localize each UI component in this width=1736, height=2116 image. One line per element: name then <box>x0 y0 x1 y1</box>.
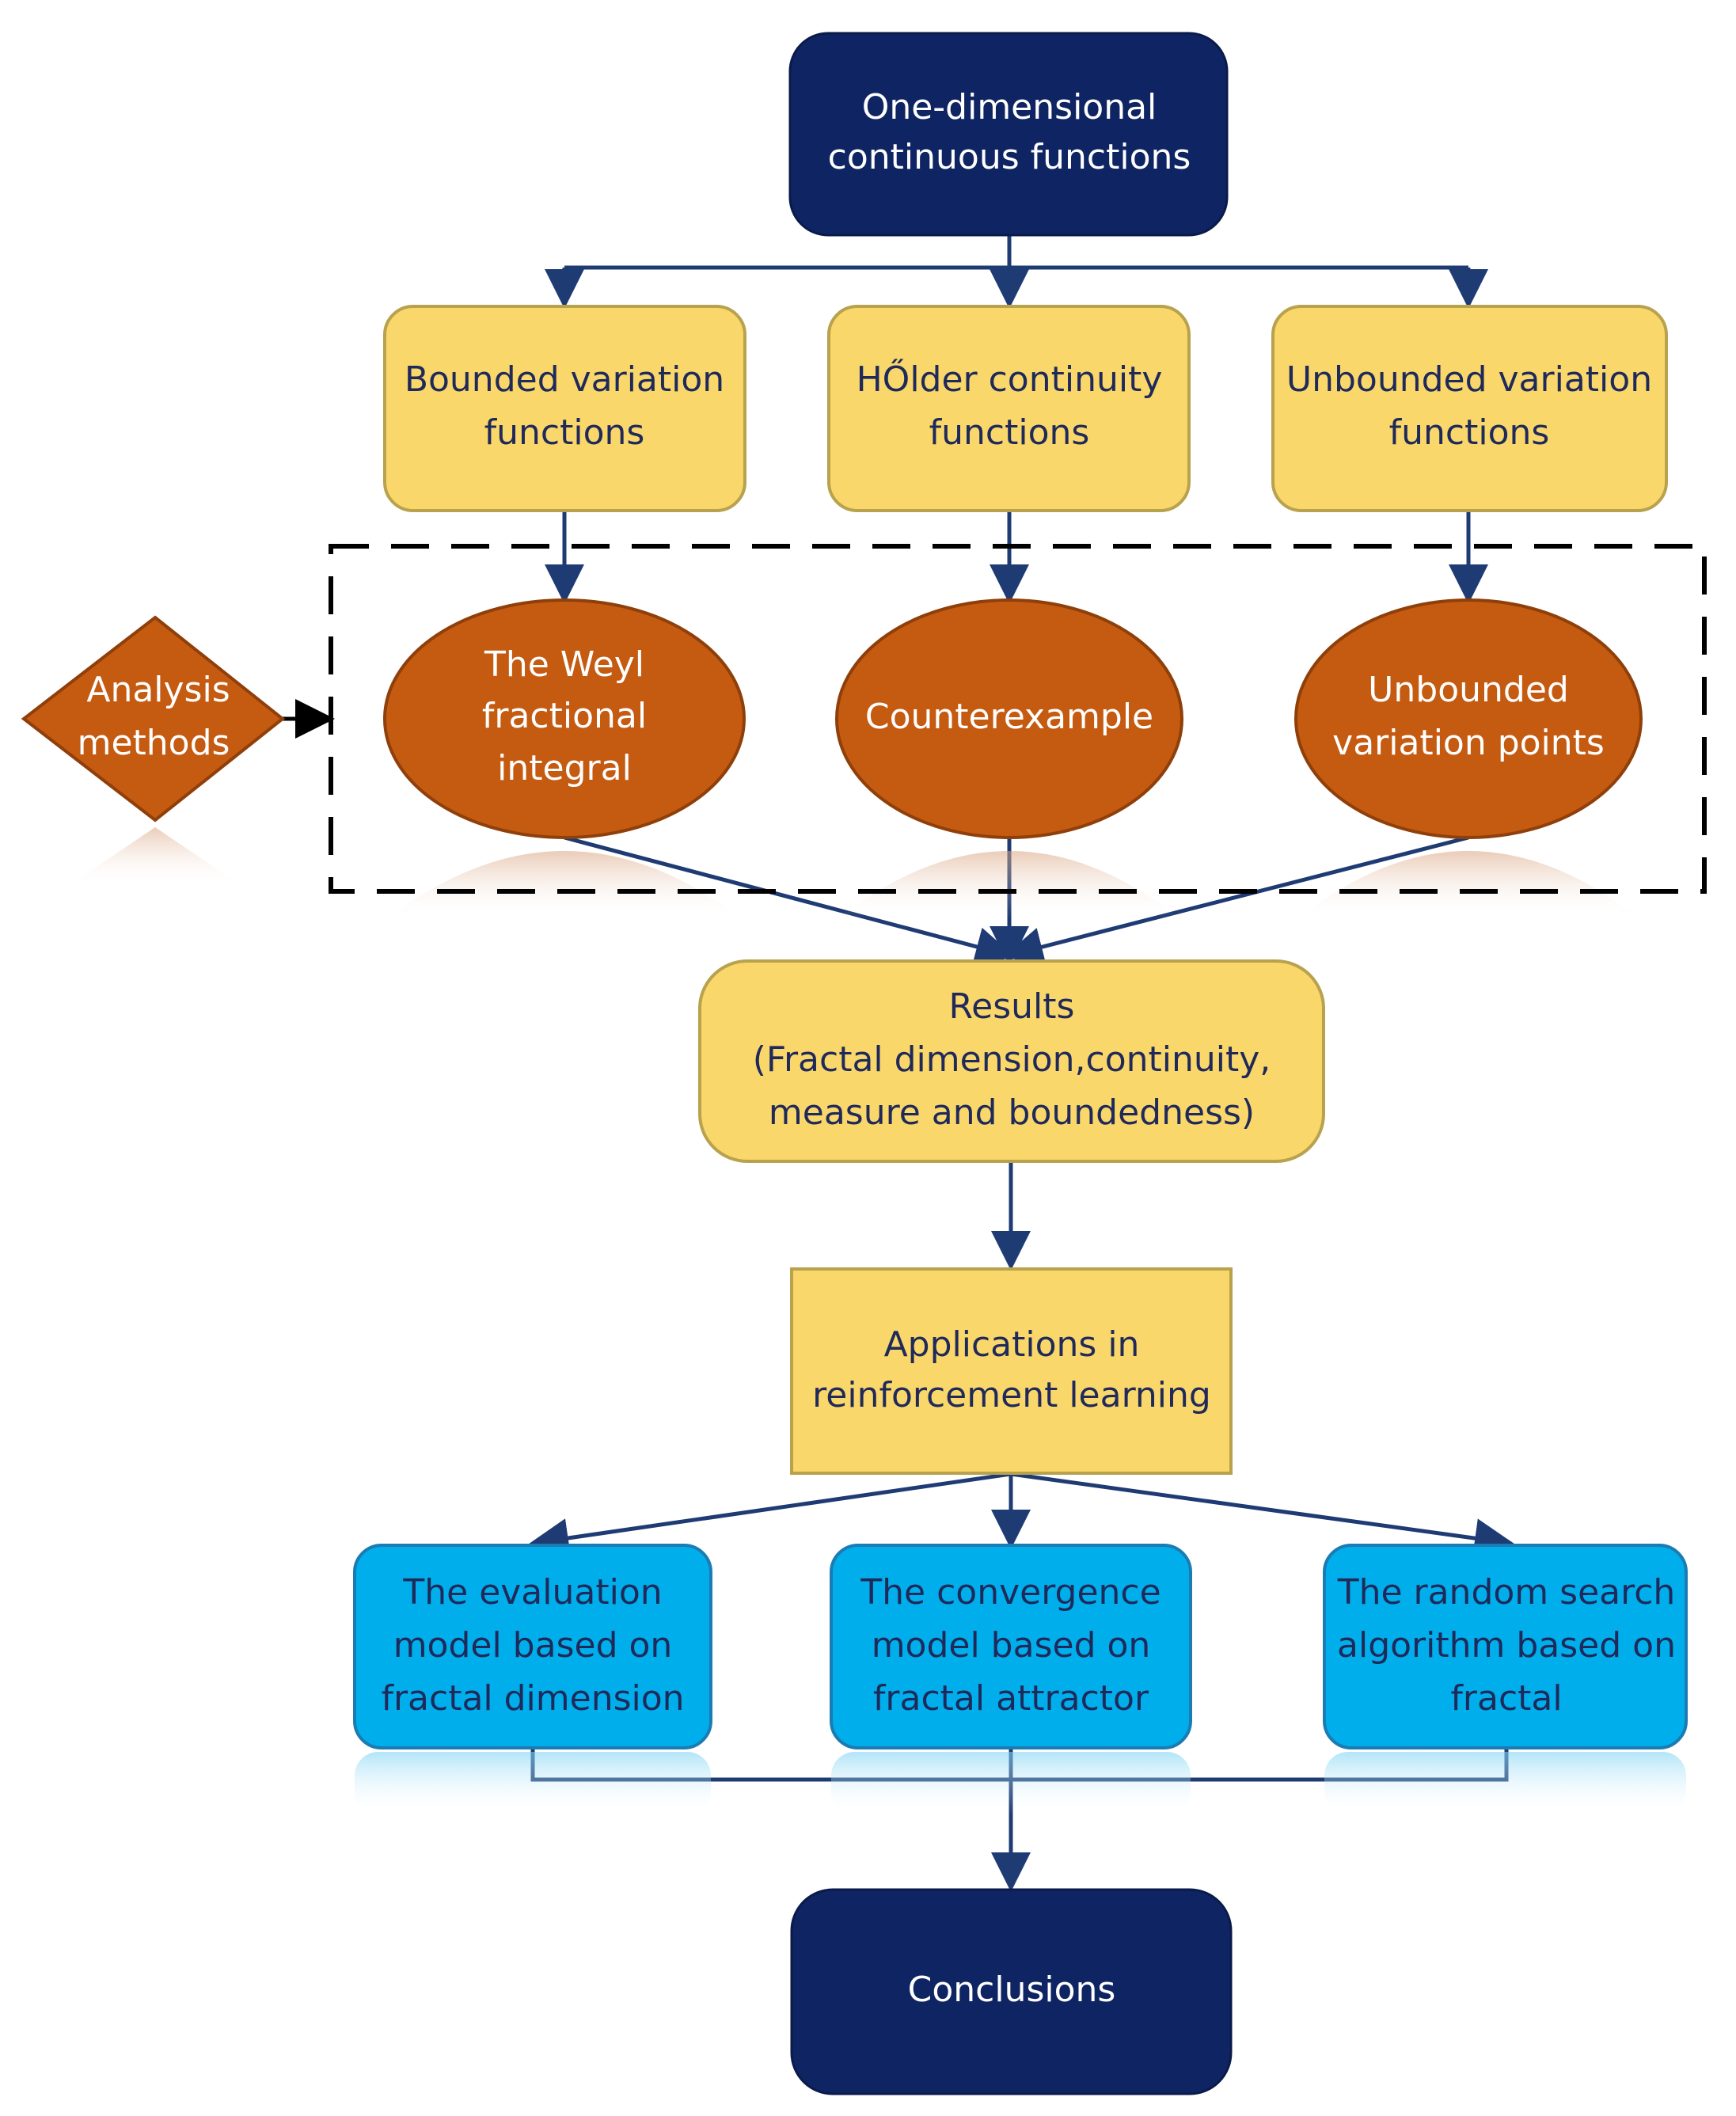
analysis-methods-line-1: Analysis <box>86 670 230 710</box>
start-node-line-1: One-dimensional <box>862 87 1157 127</box>
arrow-weyl-to-results <box>564 835 1016 967</box>
weyl-integral-line-1: The Weyl <box>484 644 644 685</box>
reflections <box>67 827 1686 1815</box>
start-node-line-2: continuous functions <box>828 137 1191 177</box>
random-search-line-1: The random search <box>1337 1572 1676 1613</box>
unbounded-variation-line-1: Unbounded variation <box>1286 359 1652 400</box>
bounded-variation-node: Bounded variation functions <box>383 305 746 512</box>
evaluation-reflection <box>355 1752 711 1815</box>
convergence-model-line-2: model based on <box>872 1625 1151 1666</box>
results-line-3: measure and boundedness) <box>769 1092 1255 1133</box>
holder-continuity-line-1: HŐlder continuity <box>857 358 1163 400</box>
unbounded-points-node: Unbounded variation points <box>1294 598 1643 839</box>
points-reflection <box>1298 851 1639 918</box>
applications-line-1: Applications in <box>884 1324 1140 1365</box>
convergence-model-line-1: The convergence <box>860 1572 1160 1613</box>
arrow-applications-to-evaluation <box>529 1472 1012 1558</box>
weyl-reflection <box>388 851 741 918</box>
weyl-integral-line-3: integral <box>497 748 632 788</box>
results-line-2: (Fractal dimension,continuity, <box>753 1039 1271 1080</box>
random-search-line-2: algorithm based on <box>1337 1625 1676 1666</box>
evaluation-model-node: The evaluation model based on fractal di… <box>353 1544 712 1749</box>
evaluation-model-line-2: model based on <box>393 1625 673 1666</box>
evaluation-model-line-3: fractal dimension <box>381 1678 684 1719</box>
arrow-points-to-results <box>1003 835 1469 967</box>
arrow-applications-to-random <box>1010 1472 1514 1558</box>
unbounded-points-line-2: variation points <box>1332 723 1605 763</box>
diamond-reflection <box>67 827 243 887</box>
random-search-line-3: fractal <box>1450 1678 1562 1719</box>
conclusions-line-1: Conclusions <box>908 1970 1116 2010</box>
conclusions-node: Conclusions <box>790 1888 1233 2095</box>
unbounded-points-line-1: Unbounded <box>1368 670 1569 710</box>
weyl-integral-node: The Weyl fractional integral <box>383 598 746 839</box>
applications-node: Applications in reinforcement learning <box>790 1267 1233 1475</box>
results-node: Results (Fractal dimension,continuity, m… <box>698 959 1325 1163</box>
random-reflection <box>1324 1752 1686 1815</box>
holder-continuity-line-2: functions <box>929 412 1090 453</box>
results-line-1: Results <box>949 986 1075 1027</box>
convergence-model-node: The convergence model based on fractal a… <box>830 1544 1192 1749</box>
convergence-reflection <box>831 1752 1191 1815</box>
counterexample-node: Counterexample <box>835 598 1183 839</box>
convergence-model-line-3: fractal attractor <box>873 1678 1149 1719</box>
counterexample-reflection <box>839 851 1179 918</box>
start-node: One-dimensional continuous functions <box>788 32 1229 237</box>
bounded-variation-line-1: Bounded variation <box>405 359 724 400</box>
evaluation-model-line-1: The evaluation <box>402 1572 662 1613</box>
counterexample-line-1: Counterexample <box>865 697 1153 737</box>
connectors <box>529 235 1514 1892</box>
applications-line-2: reinforcement learning <box>812 1375 1211 1415</box>
unbounded-variation-line-2: functions <box>1389 412 1550 453</box>
weyl-integral-line-2: fractional <box>482 696 647 736</box>
analysis-methods-node: Analysis methods <box>21 615 286 822</box>
holder-continuity-node: HŐlder continuity functions <box>827 305 1191 512</box>
random-search-node: The random search algorithm based on fra… <box>1323 1544 1688 1749</box>
unbounded-variation-node: Unbounded variation functions <box>1271 305 1668 512</box>
bounded-variation-line-2: functions <box>484 412 645 453</box>
analysis-methods-line-2: methods <box>78 723 230 763</box>
